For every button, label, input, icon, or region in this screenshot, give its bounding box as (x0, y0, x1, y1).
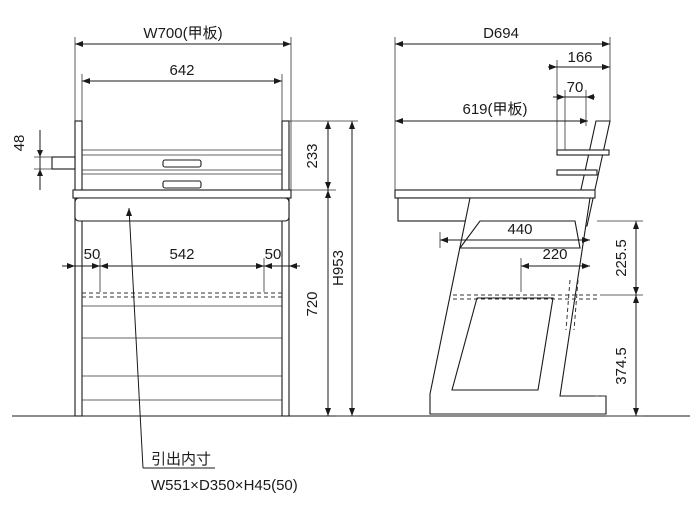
front-view: W700(甲板) 642 48 233 H953 720 (11, 24, 358, 469)
dim-base-depth-label: 440 (507, 221, 532, 238)
front-drawer (74, 197, 290, 222)
dim-lower-height-label: 374.5 (613, 347, 630, 385)
dim-side-height-label: 48 (11, 135, 28, 152)
callout-leader (128, 207, 144, 469)
side-leg-opening-lower (451, 297, 554, 391)
dim-right-gap-label: 50 (265, 246, 282, 263)
dim-depth-label: D694 (483, 25, 519, 42)
dim-desk-height-label: 720 (304, 291, 321, 316)
dim-upper-height-label: 233 (304, 143, 321, 168)
front-left-stub (51, 156, 76, 170)
front-shelf-handle-2 (162, 180, 202, 189)
dim-mid-height-label: 225.5 (613, 239, 630, 277)
front-right-post (281, 120, 290, 417)
callout-size: W551×D350×H45(50) (151, 477, 298, 494)
callout-title: 引出内寸 (151, 451, 211, 468)
dim-inner-width-label: 642 (169, 62, 194, 79)
side-view: D694 166 70 619(甲板) 440 220 (394, 25, 643, 417)
front-desktop (72, 189, 292, 199)
dim-shelf-depth-label: 166 (567, 49, 592, 66)
dim-offset-label: 70 (567, 79, 584, 96)
front-left-post (74, 120, 83, 417)
dim-mid-depth-label: 220 (542, 246, 567, 263)
dim-left-gap-label: 50 (84, 246, 101, 263)
dim-total-height-label: H953 (330, 250, 347, 286)
dim-width-label: W700(甲板) (143, 24, 222, 42)
dim-mid-width-label: 542 (169, 246, 194, 263)
side-shelf-block-2 (556, 169, 598, 176)
side-leg-opening-upper (458, 220, 581, 249)
side-shelf-block-1 (556, 149, 610, 156)
dim-top-depth-label: 619(甲板) (462, 100, 527, 118)
front-shelf-handle-1 (162, 159, 202, 168)
side-desktop (394, 189, 596, 199)
